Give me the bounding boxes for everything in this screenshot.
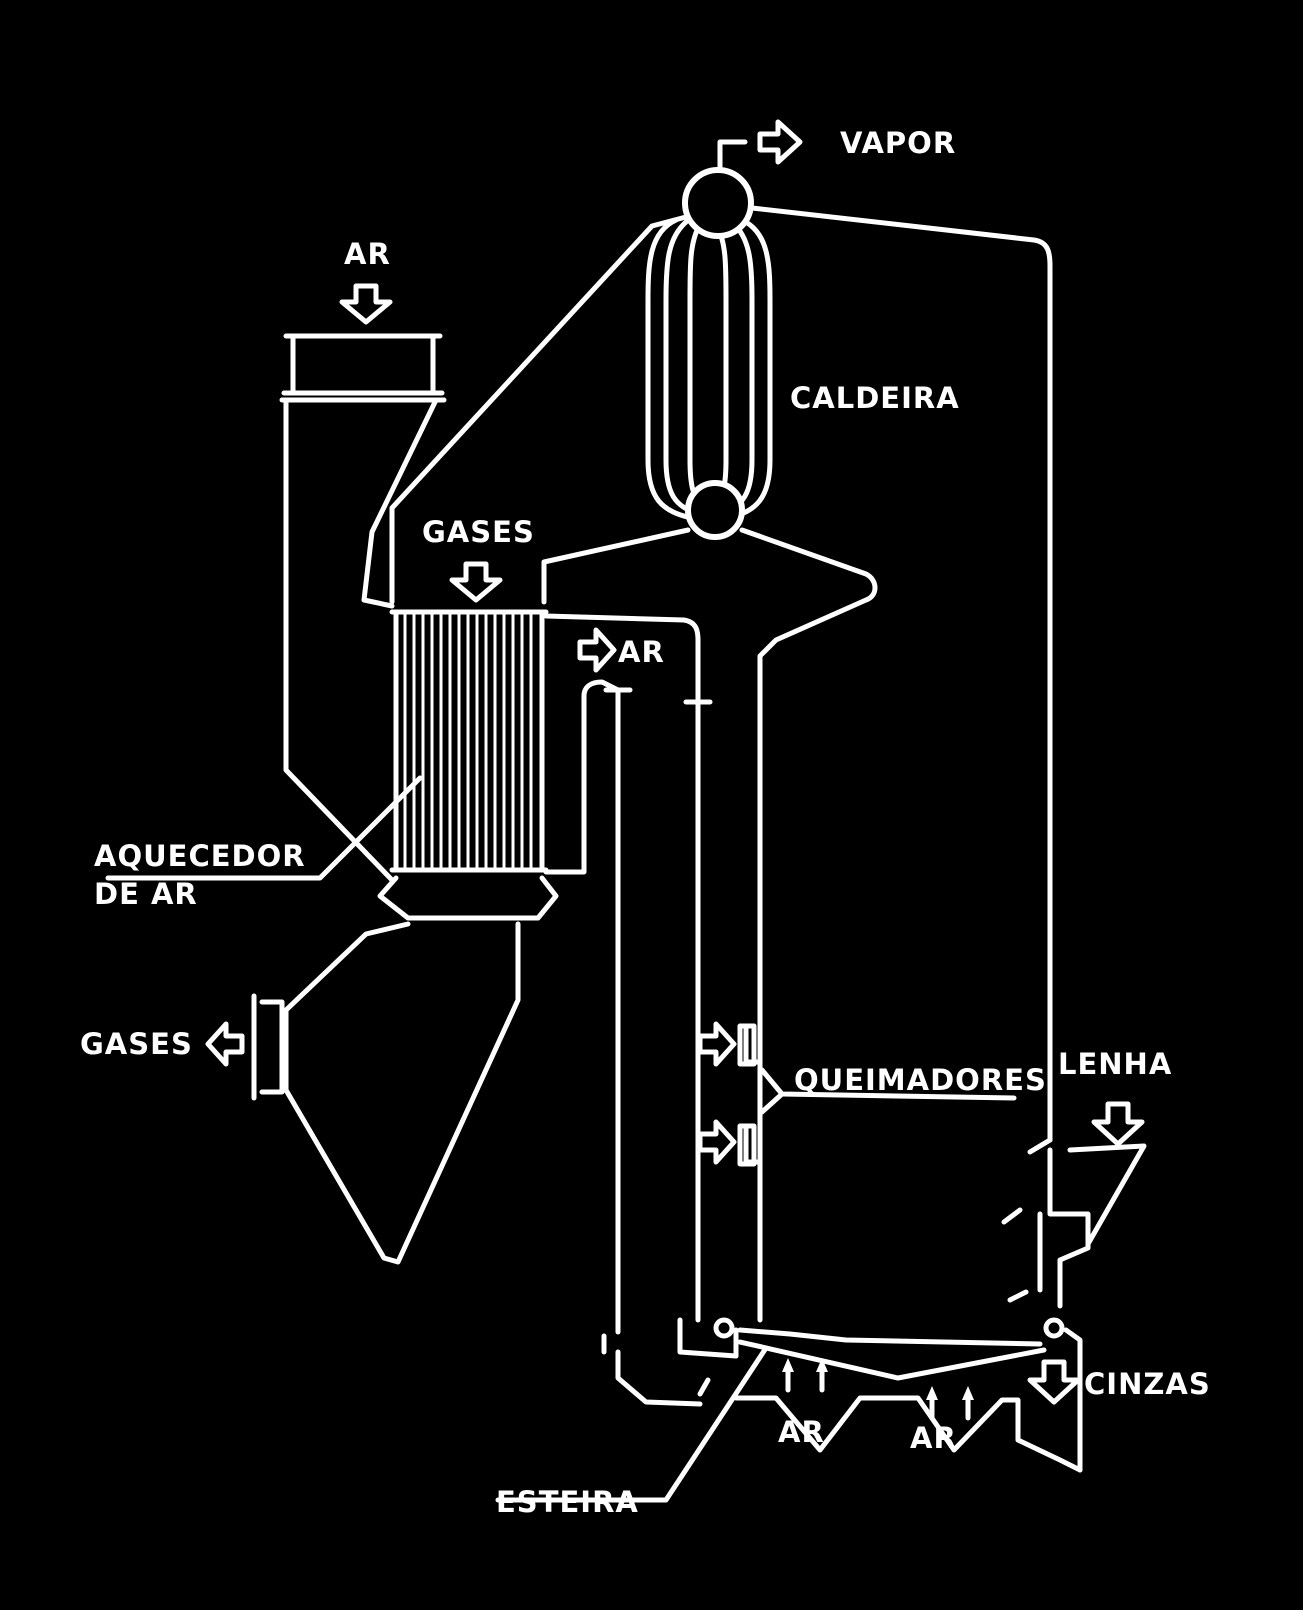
label-gases-heater: GASES <box>422 515 535 549</box>
air-heater-tubes <box>389 609 549 873</box>
label-ar-grate-right: AR <box>910 1421 957 1455</box>
downcomer-pipe <box>749 205 1053 1155</box>
burner-upper <box>737 1023 763 1067</box>
label-caldeira: CALDEIRA <box>790 381 960 415</box>
label-queimadores: QUEIMADORES <box>794 1063 1047 1097</box>
air-inlet-duct <box>279 333 447 883</box>
label-aquecedor-line1: AQUECEDOR <box>94 839 306 873</box>
aquecedor-leader <box>105 775 423 881</box>
queimadores-leader <box>759 1067 1017 1115</box>
steam-drum <box>682 167 754 239</box>
label-gases-out: GASES <box>80 1027 193 1061</box>
hollow-arrow-right-icon <box>697 1119 737 1165</box>
hollow-arrow-right-icon <box>577 627 617 673</box>
mud-drum <box>685 480 745 540</box>
hollow-arrow-down-icon <box>339 283 393 325</box>
hollow-arrow-right-icon <box>757 119 803 165</box>
label-lenha: LENHA <box>1058 1047 1172 1081</box>
wood-feeder <box>1001 1143 1147 1309</box>
hot-air-duct <box>543 613 739 1407</box>
label-ar-hot: AR <box>618 635 665 669</box>
furnace-shell <box>739 527 878 1323</box>
label-vapor: VAPOR <box>840 126 956 160</box>
grate-air-arrows <box>697 1358 974 1421</box>
label-aquecedor-line2: DE AR <box>94 877 198 911</box>
hollow-arrow-right-icon <box>697 1021 737 1067</box>
label-ar-grate-left: AR <box>778 1415 825 1449</box>
gas-hopper <box>251 875 559 1265</box>
hollow-arrow-down-icon <box>1091 1101 1145 1147</box>
grate-esteira <box>713 1317 1083 1473</box>
boiler-tube-bank <box>645 217 773 521</box>
hollow-arrow-down-icon <box>449 561 503 603</box>
hollow-arrow-down-icon <box>1027 1359 1081 1405</box>
label-esteira: ESTEIRA <box>496 1485 639 1519</box>
flue-gas-duct <box>389 214 691 605</box>
esteira-leader <box>495 1345 769 1503</box>
burner-lower <box>737 1123 763 1167</box>
label-ar-inlet: AR <box>344 237 391 271</box>
label-cinzas: CINZAS <box>1084 1367 1211 1401</box>
hollow-arrow-left-icon <box>205 1021 245 1067</box>
